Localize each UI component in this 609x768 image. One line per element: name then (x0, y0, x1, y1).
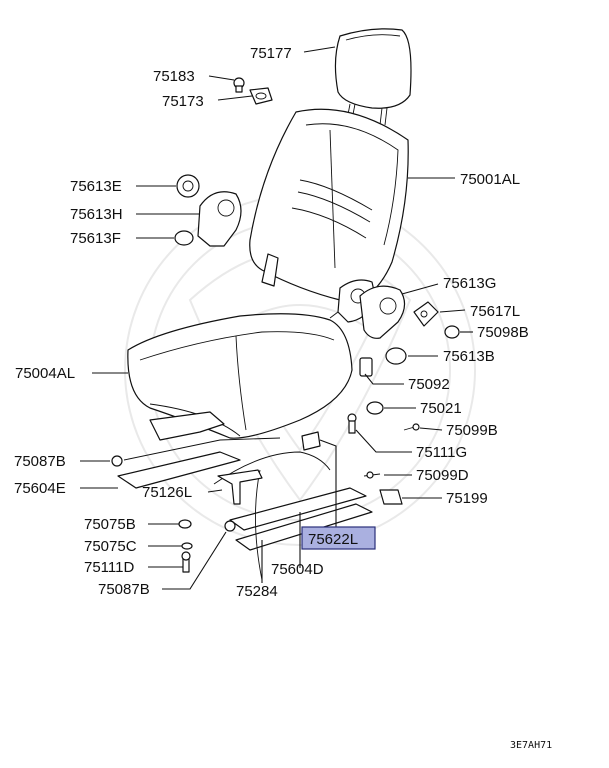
cap-75613B (385, 347, 407, 365)
bolt-75111D (181, 551, 191, 573)
headrest (334, 28, 412, 126)
screw-75099B (403, 423, 420, 431)
bracket-75092 (359, 357, 373, 377)
label-75098B: 75098B (477, 324, 529, 341)
screw-75099D (363, 471, 381, 479)
label-75099B: 75099B (446, 422, 498, 439)
label-75617L: 75617L (470, 303, 520, 320)
seat-back (249, 108, 409, 301)
label-75604E: 75604E (14, 480, 66, 497)
part-labels: 75177 75183 75173 75001AL 75613E 75613H … (14, 45, 552, 751)
label-75087B-bottom: 75087B (98, 581, 150, 598)
recliner-mechanism (329, 279, 406, 339)
label-75126L: 75126L (142, 484, 192, 501)
leader-lines (80, 46, 473, 590)
label-75183: 75183 (153, 68, 195, 85)
guide-75173 (249, 87, 273, 105)
nut-75075B (178, 519, 192, 529)
label-75099D: 75099D (416, 467, 469, 484)
label-75111G: 75111G (416, 444, 467, 461)
label-75075B: 75075B (84, 516, 136, 533)
label-75004AL: 75004AL (15, 365, 75, 382)
cap-75613F (174, 230, 194, 246)
cap-75098B (444, 325, 460, 339)
label-75613H: 75613H (70, 206, 123, 223)
clip-75183 (233, 77, 245, 93)
label-75613F: 75613F (70, 230, 121, 247)
label-75199: 75199 (446, 490, 488, 507)
clip-75622L-part (301, 431, 321, 451)
label-75284: 75284 (236, 583, 278, 600)
diagram-code: 3E7AH71 (510, 740, 552, 751)
label-75173: 75173 (162, 93, 204, 110)
label-75075C: 75075C (84, 538, 137, 555)
lever-75126L (217, 469, 263, 505)
cover-75617L (413, 301, 439, 327)
knob-75613E (176, 174, 200, 198)
label-75021: 75021 (420, 400, 462, 417)
label-75092: 75092 (408, 376, 450, 393)
bolt-75111G (347, 413, 357, 434)
label-75613E: 75613E (70, 178, 122, 195)
label-75087B-top: 75087B (14, 453, 66, 470)
label-75613B: 75613B (443, 348, 495, 365)
cover-75613H (197, 191, 242, 247)
label-75613G: 75613G (443, 275, 496, 292)
nut-75087B-top (111, 455, 123, 467)
label-75622L[interactable]: 75622L (308, 531, 358, 548)
nut-75087B-bottom (224, 520, 236, 532)
washer-75075C (181, 542, 193, 550)
highlighted-part-label[interactable]: 75622L (301, 526, 376, 550)
label-75001AL: 75001AL (460, 171, 520, 188)
plate-75199 (379, 489, 403, 505)
seat-cushion (127, 313, 353, 439)
label-75177: 75177 (250, 45, 292, 62)
label-75604D: 75604D (271, 561, 324, 578)
label-75111D: 75111D (84, 559, 134, 576)
hardware-75021 (366, 401, 384, 415)
